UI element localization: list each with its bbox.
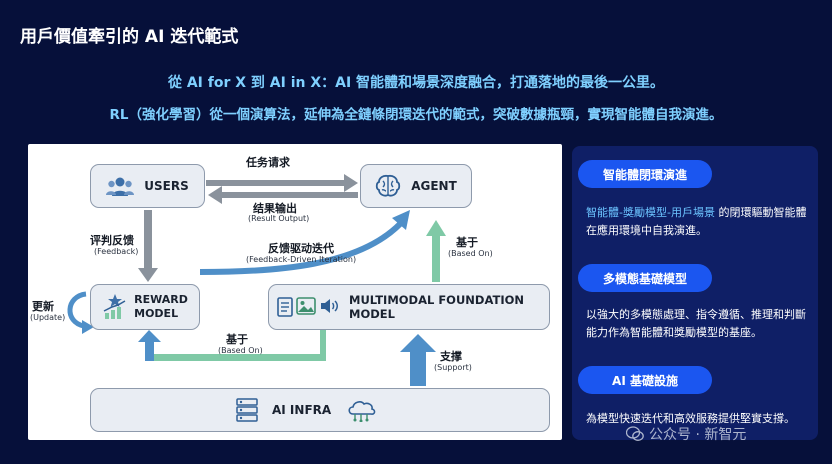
users-node: USERS (90, 164, 205, 208)
pill-ai-infrastructure: AI 基礎設施 (578, 366, 712, 394)
agent-label: AGENT (411, 179, 457, 193)
desc-ai-infrastructure: 為模型快速迭代和高效服務提供堅實支撐。 (586, 412, 795, 425)
label-based-on-reward-en: (Based On) (218, 346, 263, 355)
label-support-en: (Support) (434, 363, 472, 372)
server-icon (236, 398, 258, 422)
arrow-task-request (206, 174, 358, 192)
multimodal-icons (277, 297, 339, 317)
reward-model-label: REWARD MODEL (134, 293, 188, 321)
users-label: USERS (144, 179, 189, 193)
arrow-based-on-reward (138, 330, 326, 361)
arrow-result-output (208, 186, 358, 204)
trophy-chart-icon (103, 294, 126, 319)
label-result-output-en: (Result Output) (248, 214, 310, 223)
reward-model-node: REWARD MODEL (90, 284, 200, 330)
subtitle-line-2: RL（強化學習）從一個演算法，延伸為全鏈條閉環迭代的範式，突破數據瓶頸，實現智能… (109, 107, 723, 123)
image-icon (296, 297, 316, 315)
users-icon (106, 177, 135, 196)
ai-infra-label: AI INFRA (272, 403, 332, 417)
agent-node: AGENT (360, 164, 472, 208)
iteration-diagram: USERS AGENT REWARD MODEL (28, 144, 562, 440)
page-title: 用戶價值牽引的 AI 迭代範式 (20, 27, 239, 47)
label-based-on-agent: 基于 (456, 236, 478, 249)
arrow-update-loop (67, 291, 94, 334)
desc-agent-closed-loop-highlight: 智能體-獎勵模型-用戶場景 (586, 206, 715, 219)
label-feedback-driven-iteration-en: (Feedback-Driven Iteration) (246, 255, 357, 264)
multimodal-label: MULTIMODAL FOUNDATION MODEL (349, 293, 524, 321)
pill-multimodal-foundation: 多模態基礎模型 (578, 264, 712, 292)
label-based-on-agent-en: (Based On) (448, 249, 493, 258)
desc-multimodal-foundation: 以強大的多模態處理、指令遵循、推理和判斷能力作為智能體和獎勵模型的基座。 (586, 308, 806, 339)
reward-model-line-1: REWARD (134, 293, 188, 306)
label-result-output: 结果输出 (253, 202, 297, 215)
ai-infra-node: AI INFRA (90, 388, 550, 432)
label-feedback-en: (Feedback) (94, 247, 139, 256)
label-update: 更新 (32, 300, 54, 313)
arrow-feedback (138, 210, 158, 282)
brain-icon (376, 174, 401, 197)
arrow-support (400, 334, 436, 386)
desc-agent-closed-loop: 智能體-獎勵模型-用戶場景 的閉環驅動智能體在應用環境中自我演進。 (586, 204, 810, 240)
label-feedback: 评判反馈 (90, 234, 134, 247)
label-task-request: 任务请求 (246, 156, 290, 169)
cloud-icon (348, 401, 376, 422)
label-based-on-reward: 基于 (226, 333, 248, 346)
arrow-feedback-driven-iteration (199, 210, 410, 275)
pill-agent-closed-loop: 智能體閉環演進 (578, 160, 712, 188)
arrow-based-on-agent (426, 220, 446, 282)
subtitle-line-1: 從 AI for X 到 AI in X：AI 智能體和場景深度融合，打通落地的… (167, 75, 665, 91)
label-support: 支撑 (440, 350, 462, 363)
watermark-text: 公众号 · 新智元 (649, 427, 747, 443)
diagram-arrows (67, 174, 446, 386)
desc-agent-closed-loop-rest: 的閉環驅動智能體在應用環境中自我演進。 (586, 206, 807, 237)
label-feedback-driven-iteration: 反馈驱动迭代 (268, 242, 334, 255)
reward-model-line-2: MODEL (134, 307, 179, 320)
wechat-icon (626, 426, 644, 441)
watermark: 公众号 · 新智元 (626, 424, 746, 444)
info-panel: 智能體閉環演進 智能體-獎勵模型-用戶場景 的閉環驅動智能體在應用環境中自我演進… (572, 146, 818, 440)
multimodal-foundation-model-node: MULTIMODAL FOUNDATION MODEL (268, 284, 550, 330)
label-update-en: (Update) (30, 313, 66, 322)
audio-icon (321, 299, 338, 313)
document-icon (277, 297, 293, 317)
